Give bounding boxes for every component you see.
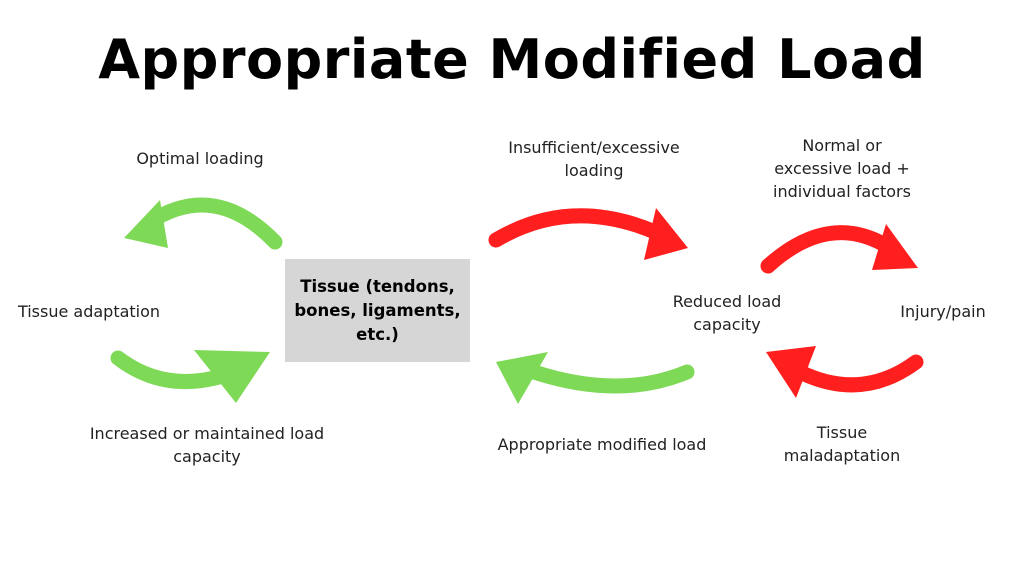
label-appropriate-modified-load: Appropriate modified load	[497, 435, 707, 454]
tissue-node: Tissue (tendons, bones, ligaments, etc.)	[285, 259, 470, 362]
increased-capacity-arrow	[110, 350, 270, 403]
page-title: Appropriate Modified Load	[98, 28, 926, 91]
label-tissue-adaptation: Tissue adaptation	[17, 302, 161, 321]
insufficient-loading-arrow	[488, 208, 688, 260]
tissue-node-label: Tissue (tendons, bones, ligaments, etc.)	[294, 276, 461, 344]
label-increased-capacity: Increased or maintained load capacity	[89, 424, 325, 466]
label-reduced-capacity: Reduced load capacity	[672, 292, 782, 334]
label-injury-pain: Injury/pain	[900, 302, 986, 321]
appropriate-modified-load-arrow	[496, 352, 695, 404]
label-optimal-loading: Optimal loading	[136, 149, 264, 168]
normal-excessive-load-arrow	[760, 224, 918, 274]
label-normal-excessive-load: Normal or excessive load + individual fa…	[773, 136, 911, 201]
optimal-loading-arrow	[124, 197, 283, 250]
label-insufficient-loading: Insufficient/excessive loading	[508, 138, 680, 180]
label-tissue-maladaptation: Tissue maladaptation	[783, 423, 901, 465]
tissue-maladaptation-arrow	[766, 346, 924, 398]
